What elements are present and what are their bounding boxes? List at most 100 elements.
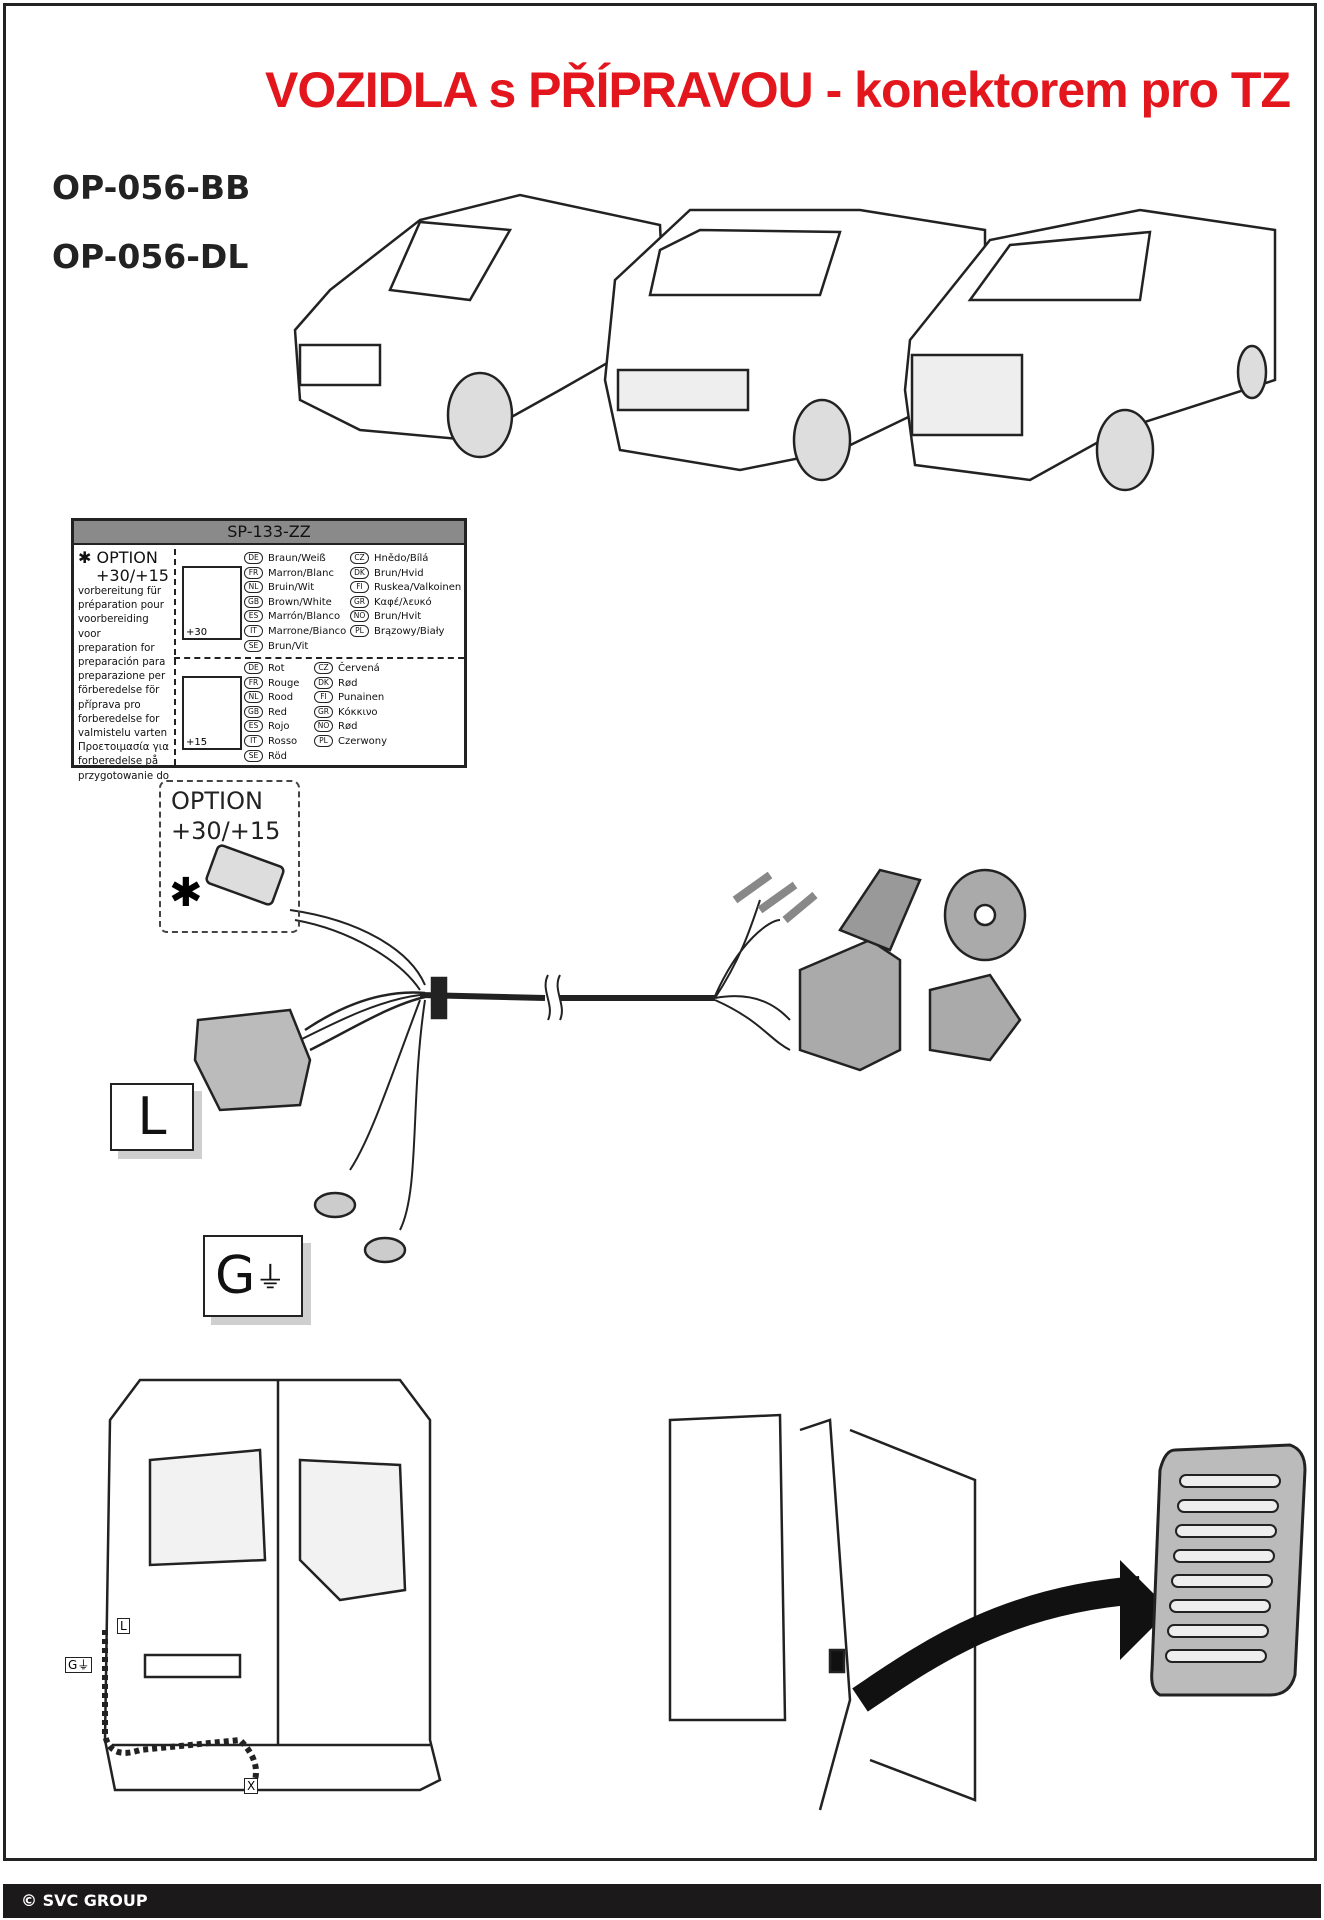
country-code-badge: NL [244, 581, 263, 594]
country-code-badge: NL [244, 691, 263, 704]
ground-icon: ⏚ [255, 1261, 286, 1296]
country-code-badge: GB [244, 595, 263, 608]
asterisk-icon: ✱ [169, 870, 203, 916]
country-code-badge: FR [244, 676, 263, 689]
color-legend-row: GR Καφέ/λευκό [350, 595, 461, 611]
color-name: Brun/Hvit [374, 611, 422, 623]
country-code-badge: GR [314, 705, 333, 718]
color-name: Rosso [268, 735, 298, 747]
legend-header: SP-133-ZZ [74, 521, 464, 545]
option-line: przygotowanie do [78, 770, 170, 782]
country-code-badge: DK [350, 566, 369, 579]
color-legend-row: IT Marrone/Bianco [244, 624, 347, 640]
plus30-label: +30 [186, 627, 208, 638]
van-rear-view [102, 1378, 442, 1792]
option-box-value: +30/+15 [171, 817, 281, 845]
plus15-label: +15 [186, 737, 208, 748]
option-line: forberedelse for [78, 713, 160, 725]
color-legend-row: PL Brązowy/Biały [350, 624, 461, 640]
color-name: Röd [268, 750, 287, 762]
option-line: voorbereiding voor [78, 614, 149, 640]
option-value: +30/+15 [96, 566, 169, 585]
country-code-badge: IT [244, 624, 263, 637]
color-name: Κόκκινο [338, 706, 378, 718]
option-connector-box: OPTION+30/+15 ✱ [159, 780, 300, 933]
van-illustration-3 [903, 208, 1277, 492]
color-legend-row: SE Röd [244, 749, 299, 765]
country-code-badge: CZ [314, 662, 333, 674]
option-box-title: OPTION [171, 787, 263, 815]
product-code-dl: OP-056-DL [52, 237, 249, 276]
color-legend-row: GR Κόκκινο [314, 705, 387, 721]
country-code-badge: GR [350, 595, 369, 608]
color-name: Rød [338, 677, 358, 689]
color-name: Rood [268, 692, 294, 704]
color-name: Red [268, 706, 287, 718]
color-name: Červená [338, 663, 380, 674]
divider [174, 657, 464, 659]
color-name: Marron/Blanc [268, 567, 335, 579]
option-line: forberedelse på [78, 756, 159, 768]
color-name: Punainen [338, 692, 385, 704]
color-name: Brun/Vit [268, 640, 309, 652]
option-title: OPTION [96, 548, 158, 567]
color-legend-row: FI Punainen [314, 691, 387, 706]
product-code-bb: OP-056-BB [52, 168, 251, 207]
color-name: Marrone/Bianco [268, 625, 347, 637]
option-line: příprava pro [78, 699, 141, 711]
color-name: Καφέ/λευκό [374, 596, 432, 608]
van-interior-view [668, 1413, 1170, 1811]
footer-copyright: © SVC GROUP [3, 1884, 1321, 1918]
option-line: vorbereitung für [78, 586, 162, 597]
color-name: Bruin/Wit [268, 582, 315, 594]
color-name: Czerwony [338, 735, 388, 747]
van-illustration-2 [603, 208, 987, 482]
color-legend-row: DK Brun/Hvid [350, 566, 461, 582]
country-code-badge: PL [314, 734, 333, 747]
color-name: Hnědo/Bílá [374, 553, 429, 564]
option-line: preparation for [78, 642, 155, 654]
color-legend: SP-133-ZZ ✱ OPTION +30/+15 vorbereitung … [71, 518, 467, 782]
color-legend-row: NL Bruin/Wit [244, 581, 346, 596]
label-L-text: L [137, 1087, 167, 1147]
option-line: förberedelse för [78, 685, 160, 697]
country-code-badge: GB [244, 705, 263, 718]
vent-grille-detail [1150, 1443, 1307, 1697]
mini-label-G-text: G [68, 1658, 78, 1672]
color-legend-row: GB Red [244, 705, 299, 721]
wiring-harness [193, 844, 1027, 1264]
country-code-badge: PL [350, 624, 369, 637]
country-code-badge: FR [244, 566, 263, 579]
color-name: Brun/Hvid [374, 567, 424, 579]
color-name: Rouge [268, 677, 300, 689]
color-legend-row: CZ Hnědo/Bílá [350, 552, 461, 567]
mini-label-G: G⏚ [65, 1657, 93, 1673]
label-G-ground: G⏚ [203, 1235, 303, 1317]
country-code-badge: FI [350, 581, 369, 594]
country-code-badge: FI [314, 691, 333, 704]
page-title: VOZIDLA s PŘÍPRAVOU - konektorem pro TZ [265, 62, 1291, 118]
ground-icon: ⏚ [77, 1658, 90, 1672]
country-code-badge: ES [244, 610, 263, 623]
color-name: Brązowy/Biały [374, 625, 445, 637]
color-name: Marrón/Blanco [268, 611, 341, 623]
country-code-badge: NO [314, 720, 333, 733]
color-name: Braun/Weiß [268, 553, 326, 564]
color-name: Rød [338, 721, 358, 733]
color-name: Ruskea/Valkoinen [374, 582, 462, 594]
country-code-badge: SE [244, 749, 263, 762]
color-legend-row: FI Ruskea/Valkoinen [350, 581, 461, 596]
color-legend-row: NO Rød [314, 720, 387, 735]
page-frame [3, 3, 1317, 1861]
country-code-badge: CZ [350, 552, 369, 564]
